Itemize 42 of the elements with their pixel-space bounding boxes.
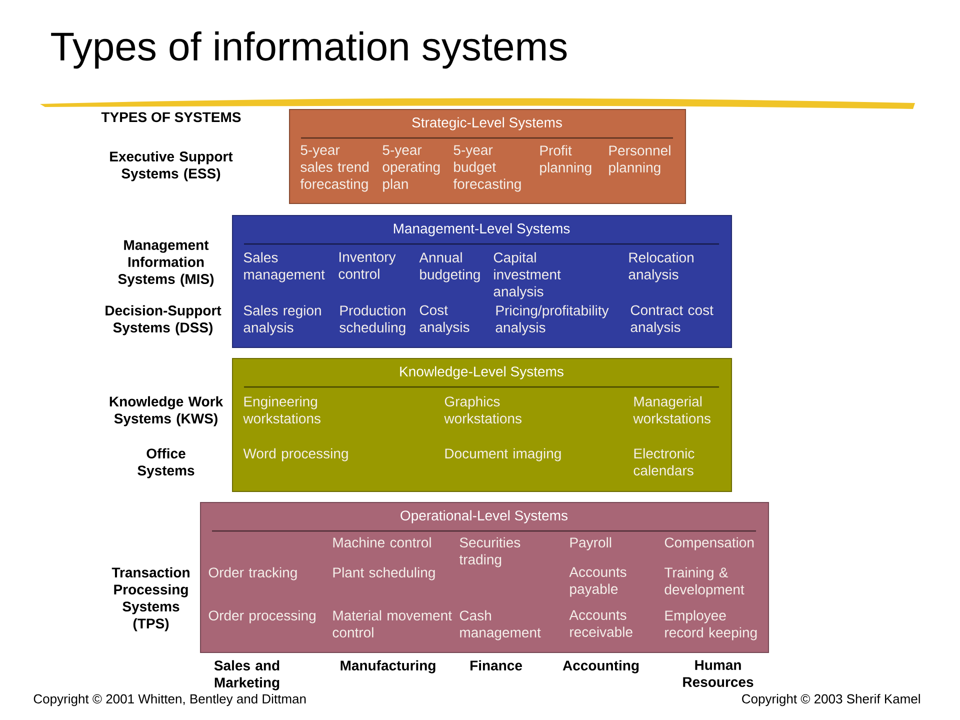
cell-text: Order tracking	[208, 567, 297, 580]
cell-text: Order processing	[208, 610, 316, 624]
system-type-label: Decision-Support Systems (DSS)	[106, 305, 222, 336]
cell-text: Cost analysis	[420, 305, 470, 335]
cell-text: Contract cost analysis	[630, 305, 714, 335]
cell-text: Engineering workstations	[243, 396, 320, 424]
cell-text: Graphics workstations	[444, 396, 522, 424]
cell-text: Sales region analysis	[244, 305, 321, 336]
cell-text: 5-year operating plan	[382, 145, 440, 192]
cell-text: Cash management	[460, 610, 541, 640]
cell-text: Relocation analysis	[628, 252, 694, 282]
copyright-note: Copyright © 2003 Sherif Kamel	[742, 694, 920, 706]
system-type-label: Management Information Systems (MIS)	[118, 240, 214, 287]
system-type-label: Office Systems	[138, 448, 194, 478]
cell-text: Material movement control	[332, 610, 452, 638]
cell-text: Plant scheduling	[333, 567, 435, 580]
cell-text: Inventory control	[338, 252, 396, 279]
cell-text: Managerial workstations	[633, 396, 710, 424]
cell-text: Annual budgeting	[419, 252, 480, 282]
cell-text: Securities trading	[459, 537, 520, 568]
cell-text: Sales management	[244, 252, 325, 282]
cell-text: Profit planning	[540, 145, 592, 176]
cell-text: Personnel planning	[609, 145, 670, 176]
cell-text: Pricing/profitability analysis	[496, 305, 609, 336]
copyright-note: Copyright © 2001 Whitten, Bentley and Dittman	[34, 694, 306, 706]
cell-text: Payroll	[570, 537, 612, 550]
cell-text: Accounts payable	[569, 567, 626, 597]
cell-text: Accounts receivable	[569, 610, 632, 637]
heading-label: TYPES OF SYSTEMS	[101, 112, 241, 122]
system-type-label: Executive Support Systems (ESS)	[110, 151, 233, 182]
cell-text: Employee record keeping	[665, 610, 757, 640]
cell-text: Compensation	[664, 537, 754, 550]
cell-text: Electronic calendars	[634, 448, 694, 476]
cell-text: Production scheduling	[340, 305, 406, 336]
cell-text: Training & development	[664, 567, 744, 598]
title: Types of information systems	[51, 31, 567, 69]
cell-text: Document imaging	[445, 448, 561, 462]
cell-text: 5-year sales trend forecasting	[300, 145, 369, 192]
cell-text: Machine control	[333, 537, 431, 548]
cell-text: 5-year budget forecasting	[453, 145, 521, 192]
cell-text: Capital investment analysis	[494, 252, 561, 300]
cell-text: Word processing	[243, 448, 348, 462]
